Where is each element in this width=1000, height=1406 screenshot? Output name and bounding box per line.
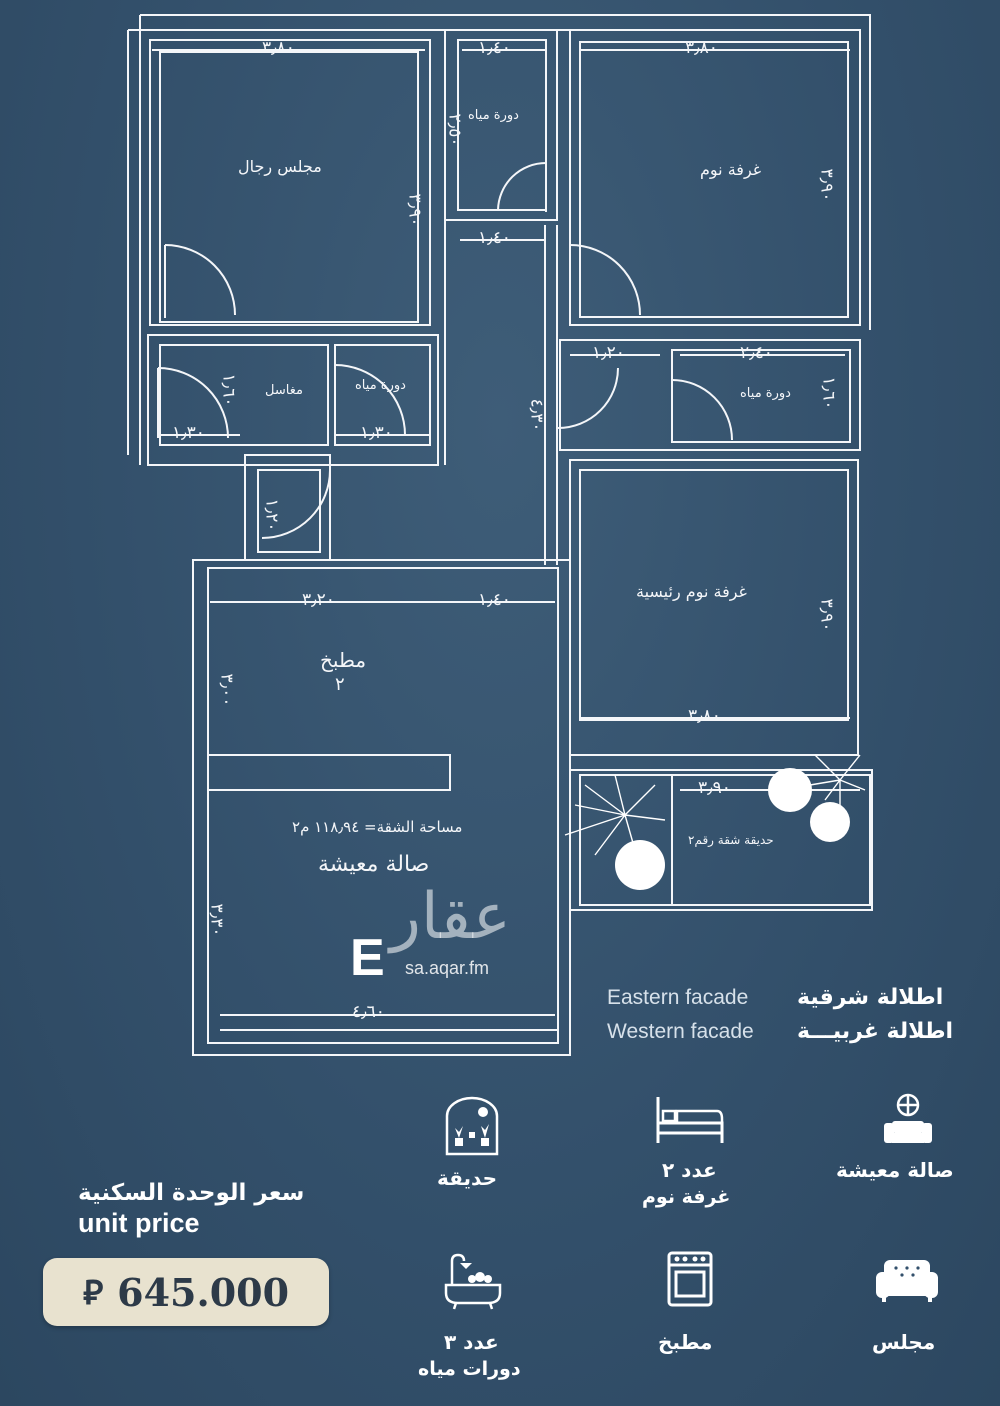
room-label-living: صالة معيشة <box>318 852 430 877</box>
room-label-master-bedroom: غرفة نوم رئيسية <box>636 582 747 601</box>
room-label-wc-mid: دورة مياه <box>355 378 406 393</box>
dim-living-height: ٣٫٣٠ <box>206 903 227 937</box>
dim-living-width: ٤٫٦٠ <box>352 1002 385 1022</box>
feature-bathrooms-count: عدد ٣ <box>444 1330 499 1354</box>
dim-wc-right-width: ٢٫٤٠ <box>740 343 773 363</box>
feature-garden-label: حديقة <box>437 1166 497 1190</box>
dim-master-bedroom-height: ٣٫٩٠ <box>816 598 837 632</box>
dim-wc-right-door: ١٫٢٠ <box>592 343 625 363</box>
feature-living-label: صالة معيشة <box>836 1158 954 1182</box>
dim-sinks-height: ١٫٦٠ <box>218 373 239 407</box>
feature-bathrooms-label: دورات مياه <box>418 1358 521 1380</box>
dim-bedroom-height: ٣٫٩٠ <box>816 168 837 202</box>
facade-west-en: Western facade <box>607 1020 754 1043</box>
feature-kitchen-label: مطبخ <box>658 1330 713 1354</box>
dim-corridor-width: ١٫٤٠ <box>478 228 511 248</box>
currency-symbol: ⃁ <box>82 1273 104 1313</box>
room-label-majlis: مجلس رجال <box>238 157 322 176</box>
room-label-wc-right: دورة مياه <box>740 386 791 401</box>
compass-label: E <box>350 929 385 987</box>
dim-kitchen-width: ٣٫٢٠ <box>302 590 335 610</box>
living-room-icon <box>884 1093 932 1143</box>
dim-majlis-width: ٣٫٨٠ <box>262 38 295 58</box>
facade-west-ar: اطلالة غربيـــة <box>797 1019 954 1044</box>
bed-icon <box>656 1097 724 1143</box>
watermark-brand: عقار <box>390 880 511 954</box>
bathtub-icon <box>444 1253 502 1310</box>
dim-door-passage: ١٫٢٠ <box>261 498 282 532</box>
price-label-ar: سعر الوحدة السكنية <box>78 1180 305 1206</box>
stove-icon <box>667 1251 713 1307</box>
room-label-sinks: مغاسل <box>265 383 303 398</box>
room-label-kitchen: مطبخ <box>320 648 367 672</box>
dim-master-bedroom-width: ٣٫٨٠ <box>688 706 721 726</box>
dim-sinks-width: ١٫٣٠ <box>172 423 205 443</box>
garden-plants <box>564 754 866 856</box>
room-label-wc-top: دورة مياه <box>468 108 519 123</box>
floor-plan <box>127 14 873 1056</box>
room-label-bedroom: غرفة نوم <box>700 160 762 179</box>
dim-wc-top-height: ٢٫٥٠ <box>444 113 465 147</box>
room-label-kitchen-number: ٢ <box>335 674 345 695</box>
price-value: 645.000 <box>117 1269 290 1315</box>
dim-kitchen-width-2: ١٫٤٠ <box>478 590 511 610</box>
dim-garden-width: ٣٫٩٠ <box>698 778 731 798</box>
room-label-garden: حديقة شقة رقم٢ <box>688 833 774 847</box>
feature-bedrooms-label: غرفة نوم <box>642 1186 731 1208</box>
apartment-area-note: مساحة الشقة= ١١٨٫٩٤ م٢ <box>292 818 463 836</box>
garden-icon <box>445 1096 499 1156</box>
dim-wc-top-width: ١٫٤٠ <box>478 38 511 58</box>
dim-majlis-height: ٣٫٩٠ <box>404 193 425 227</box>
sofa-icon <box>876 1260 938 1302</box>
price-label-en: unit price <box>78 1208 200 1238</box>
price-box: ⃁ 645.000 <box>43 1258 329 1326</box>
watermark-url: sa.aqar.fm <box>405 958 490 978</box>
facade-east-ar: اطلالة شرقية <box>797 985 944 1010</box>
dim-kitchen-height: ٣٫٠٠ <box>216 673 237 707</box>
feature-bedrooms-count: عدد ٢ <box>662 1158 717 1182</box>
facade-east-en: Eastern facade <box>607 986 749 1009</box>
dim-bedroom-width: ٣٫٨٠ <box>685 38 718 58</box>
dim-wc-right-height: ١٫٦٠ <box>818 376 839 410</box>
dim-wc-mid-width: ١٫٣٠ <box>360 423 393 443</box>
feature-majlis-label: مجلس <box>872 1330 936 1354</box>
dim-corridor-height: ٤٫٣٠ <box>526 398 547 432</box>
